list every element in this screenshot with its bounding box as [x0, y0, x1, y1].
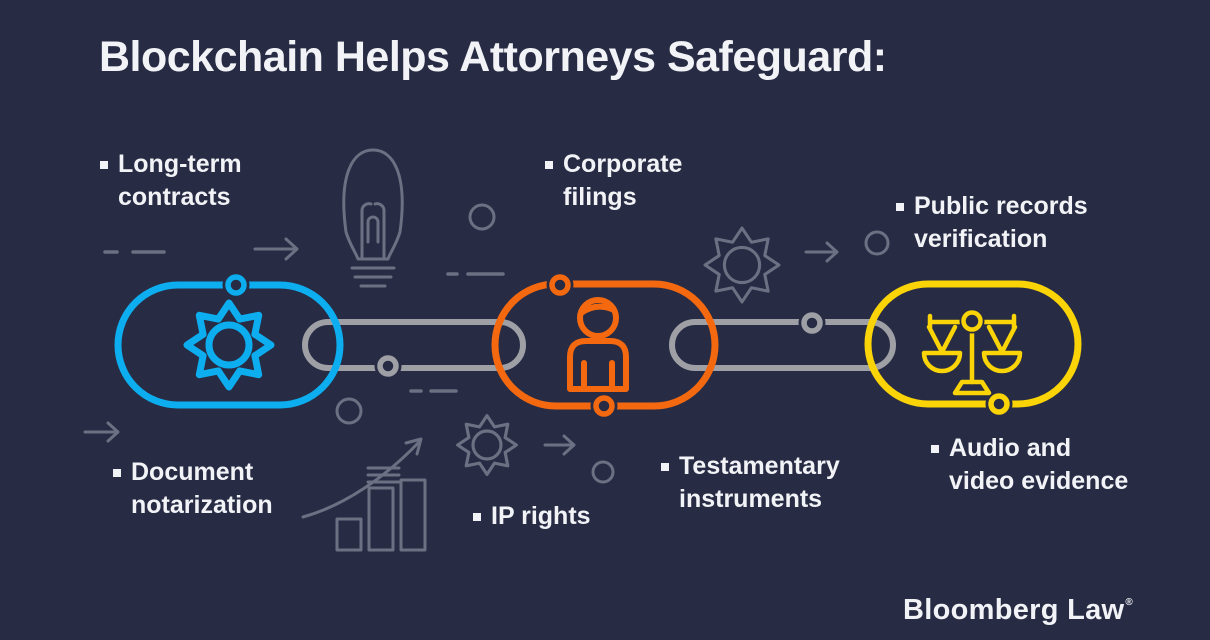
gear-icon [456, 414, 518, 476]
bar-chart-growth-icon [301, 437, 427, 552]
label-corporate-filings: Corporate filings [545, 148, 682, 214]
label-document-notarization: Document notarization [113, 456, 273, 522]
label-testamentary-instruments: Testamentary instruments [661, 450, 840, 516]
gear-icon [187, 303, 271, 387]
chain-pin [590, 392, 618, 420]
arrow-right-icon [83, 421, 120, 443]
circle-icon [591, 460, 615, 484]
gear-icon [703, 226, 781, 304]
chain-pin [985, 390, 1013, 418]
registered-mark: ® [1125, 597, 1134, 608]
arrow-right-icon [253, 237, 299, 261]
arrow-right-icon [804, 241, 839, 263]
bullet-icon [896, 203, 904, 211]
bullet-icon [473, 513, 481, 521]
chain-link-yellow [864, 280, 1082, 408]
label-long-term-contracts: Long-term contracts [100, 148, 242, 214]
page-title: Blockchain Helps Attorneys Safeguard: [99, 33, 887, 81]
arrow-right-icon [543, 434, 576, 456]
label-audio-video-evidence: Audio and video evidence [931, 432, 1128, 498]
chain-pin [222, 271, 250, 299]
chain-pin [374, 352, 402, 380]
bullet-icon [100, 161, 108, 169]
brand-logo: Bloomberg Law® [903, 594, 1134, 626]
chain-pin [798, 309, 826, 337]
bullet-icon [661, 463, 669, 471]
circle-icon [335, 397, 363, 425]
chain-pin [546, 271, 574, 299]
bullet-icon [545, 161, 553, 169]
chain-connector-link [302, 319, 526, 371]
scales-icon [921, 308, 1023, 396]
bullet-icon [113, 469, 121, 477]
label-ip-rights: IP rights [473, 500, 591, 533]
circle-icon [468, 203, 496, 231]
person-icon [567, 297, 629, 392]
label-public-records: Public records verification [896, 190, 1088, 256]
lightbulb-icon [342, 148, 404, 288]
circle-icon [864, 230, 890, 256]
chain-connector-link [669, 319, 896, 371]
bullet-icon [931, 445, 939, 453]
